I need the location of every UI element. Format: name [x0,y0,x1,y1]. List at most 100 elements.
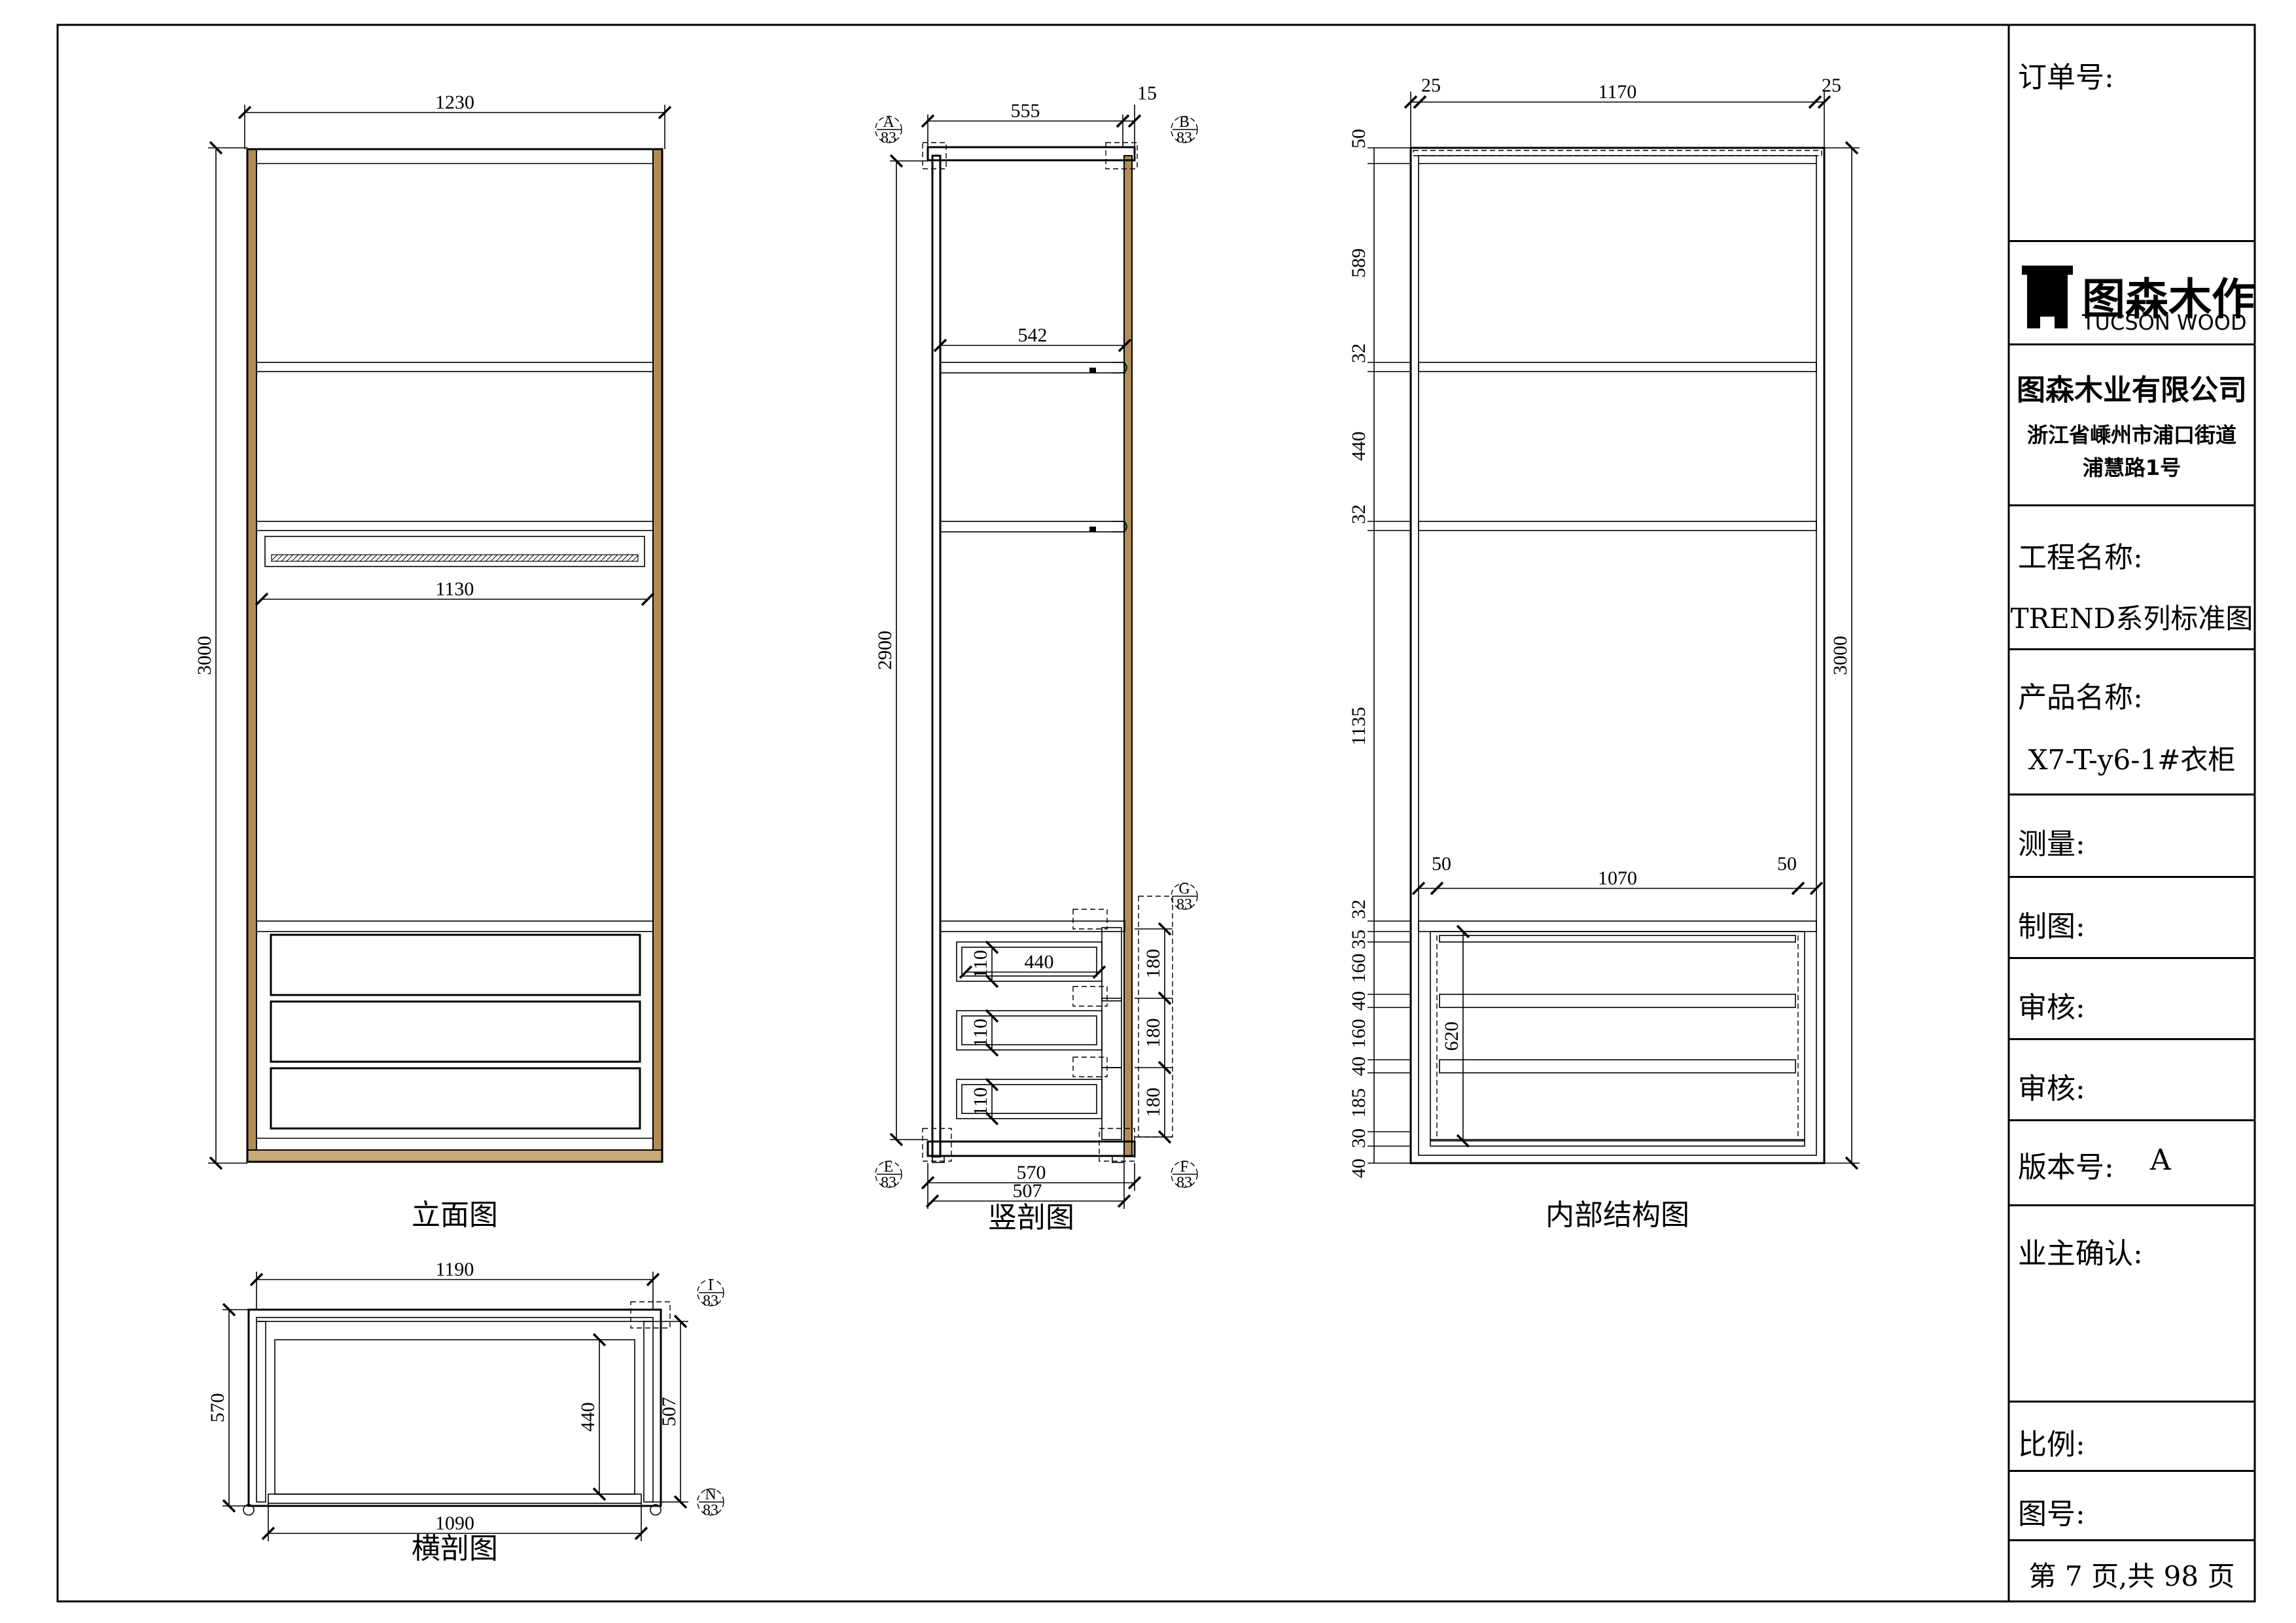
dim-hsection-inner: 507 [658,1397,680,1427]
dim-front-h1: 180 [1142,949,1164,979]
section-back-panel [931,154,942,1158]
section-shelf-2 [940,521,1125,532]
dim-section-edge: 15 [1137,82,1157,104]
section-drawer-shelf [940,920,1125,932]
svg-text:35: 35 [1348,930,1369,949]
measure-cell: 测量: [2009,795,2255,878]
internal-drawer-1 [1439,935,1796,943]
svg-text:1135: 1135 [1348,707,1369,746]
caption-internal: 内部结构图 [1545,1198,1689,1232]
section-base [927,1140,1136,1157]
page-info-cell: 第 7 页,共 98 页 [2009,1541,2255,1601]
svg-text:32: 32 [1348,343,1369,363]
dim-hsection-depth: 570 [207,1393,228,1423]
dim-front-h2: 180 [1142,1019,1164,1048]
project-label: 工程名称: [2018,541,2143,574]
svg-text:F: F [1180,1159,1188,1176]
elevation-drawer-3 [270,1067,641,1130]
elevation-drawer-2 [270,1000,641,1063]
dim-section-depth: 555 [1011,100,1040,122]
caption-horizontal-section: 横剖图 [412,1532,498,1565]
internal-outline [1409,147,1826,1164]
dim-internal-side-left: 25 [1421,75,1441,96]
dim-internal-inset-right: 50 [1777,853,1797,875]
elevation-right-side [652,148,663,1162]
company-address-line1: 浙江省嵊州市浦口街道 [2026,423,2236,447]
dim-front-h3: 180 [1142,1088,1164,1117]
dim-internal-drawer-block: 620 [1441,1022,1462,1051]
dim-elevation-height: 3000 [194,636,215,675]
dim-elevation-rail: 1130 [436,578,474,600]
title-block: 订单号: 图森木作 TUCSON WOOD 图森木业有限公司 浙江省嵊州市浦口街… [2009,25,2255,1601]
svg-text:160: 160 [1348,1019,1369,1049]
callout-n: N 83 [697,1486,724,1519]
dim-section-base-inner: 507 [1013,1180,1042,1202]
internal-structure-view: 25 1170 25 3000 50 1070 50 620 [1348,75,1860,1232]
brand-name-en: TUCSON WOOD [2082,310,2247,335]
dim-hsection-bottom: 1090 [435,1512,474,1534]
drawing-no-cell: 图号: [2009,1472,2255,1541]
product-cell: 产品名称: X7-T-y6-1#衣柜 [2009,650,2255,795]
internal-drawer-shelf [1418,920,1817,932]
internal-drawer-cavity [1430,931,1805,1142]
project-cell: 工程名称: TREND系列标准图 [2009,506,2255,650]
dim-internal-inset-left: 50 [1432,853,1451,875]
section-front-edge [1123,155,1133,1157]
drawn-cell: 制图: [2009,878,2255,959]
scale-cell: 比例: [2009,1403,2255,1472]
callout-b: B 83 [1171,114,1198,147]
review1-cell: 审核: [2009,959,2255,1040]
horizontal-section-view: 1190 570 440 507 1090 I 83 N 83 横 [207,1259,724,1565]
sheet-border [56,24,2256,1603]
brand-logo-icon [2022,266,2073,328]
dim-elevation-width: 1230 [435,92,474,113]
elevation-outline [246,148,663,1163]
callout-a: A 83 [875,114,902,147]
svg-text:185: 185 [1348,1089,1369,1118]
dim-internal-width: 1170 [1598,81,1637,103]
svg-text:B: B [1179,114,1190,131]
svg-text:N: N [705,1486,716,1503]
version-cell: 版本号: A [2009,1121,2255,1206]
svg-text:83: 83 [881,130,896,147]
callout-i: I 83 [697,1277,724,1310]
svg-text:A: A [883,114,894,131]
svg-text:83: 83 [881,1174,896,1191]
review2-cell: 审核: [2009,1040,2255,1121]
svg-text:I: I [708,1277,713,1294]
dim-section-base-outer: 570 [1017,1162,1046,1183]
caption-elevation: 立面图 [412,1198,498,1232]
dim-internal-drawer-width: 1070 [1598,867,1637,889]
dim-section-height: 2900 [874,631,896,670]
dim-hsection-width: 1190 [436,1259,474,1280]
svg-text:83: 83 [703,1293,718,1310]
order-no-label: 订单号: [2018,61,2114,94]
dim-internal-height: 3000 [1829,636,1851,675]
svg-text:32: 32 [1348,504,1369,524]
elevation-shelf-2 [256,521,654,531]
measure-label: 测量: [2018,828,2085,861]
order-no-cell: 订单号: [2009,25,2255,242]
internal-vertical-chain: 50 589 32 440 32 1135 32 35 160 40 160 4… [1348,129,1411,1178]
svg-text:40: 40 [1348,1056,1369,1076]
elevation-view: 1230 3000 1130 立面图 [194,92,672,1232]
svg-text:440: 440 [1348,432,1369,461]
drawing-no-label: 图号: [2018,1497,2085,1531]
svg-text:30: 30 [1348,1128,1369,1148]
product-label: 产品名称: [2018,681,2143,714]
version-label: 版本号: [2018,1151,2114,1184]
owner-confirm-label: 业主确认: [2018,1237,2143,1270]
dim-drawer-h2: 110 [970,1019,991,1047]
internal-shelf-2 [1418,521,1817,531]
elevation-shelf-1 [256,362,654,372]
elevation-drawer-1 [270,934,641,996]
svg-text:40: 40 [1348,1159,1369,1178]
svg-text:83: 83 [703,1502,718,1519]
dim-section-shelf: 542 [1018,324,1048,346]
logo-cell: 图森木作 TUCSON WOOD [2009,242,2255,345]
svg-text:160: 160 [1348,954,1369,983]
dim-internal-side-right: 25 [1822,75,1841,96]
drawn-label: 制图: [2018,910,2085,943]
review1-label: 审核: [2018,991,2085,1024]
